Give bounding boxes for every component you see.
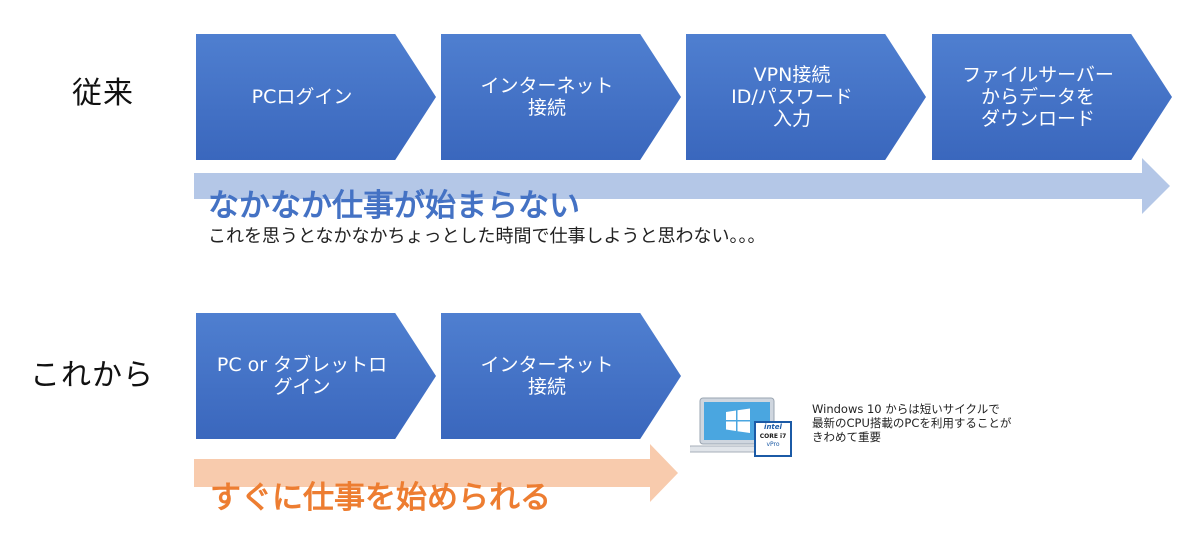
after-arrow-caption: すぐに仕事を始められる: [210, 480, 551, 516]
step-internet-connection: インターネット 接続: [441, 313, 681, 439]
row-label-before: 従来: [72, 76, 134, 111]
before-progress-arrow: [194, 158, 1170, 214]
before-note: これを思うとなかなかちょっとした時間で仕事しようと思わない。。。: [208, 226, 766, 247]
intel-badge-brand: intel: [764, 423, 782, 431]
cpu-note: Windows 10 からは短いサイクルで 最新のCPU搭載のPCを利用すること…: [812, 402, 1012, 444]
step-file-download: ファイルサーバー からデータを ダウンロード: [932, 34, 1172, 160]
intel-badge-model: CORE i7: [759, 433, 787, 440]
step-label: インターネット 接続: [480, 354, 614, 398]
step-label: インターネット 接続: [480, 75, 614, 119]
step-internet-connection: インターネット 接続: [441, 34, 681, 160]
step-label: PCログイン: [251, 86, 353, 108]
step-pc-tablet-login: PC or タブレットロ グイン: [196, 313, 436, 439]
step-vpn-login: VPN接続 ID/パスワード 入力: [686, 34, 926, 160]
intel-core-i7-badge-icon: intel CORE i7 vPro: [754, 421, 792, 457]
before-arrow-caption: なかなか仕事が始まらない: [208, 188, 580, 224]
intel-badge-vpro: vPro: [766, 441, 780, 448]
step-label: PC or タブレットロ グイン: [216, 354, 388, 398]
step-label: ファイルサーバー からデータを ダウンロード: [962, 64, 1114, 130]
after-progress-arrow: [194, 444, 678, 502]
step-label: VPN接続 ID/パスワード 入力: [731, 64, 853, 130]
row-label-after: これから: [30, 358, 154, 393]
step-pc-login: PCログイン: [196, 34, 436, 160]
